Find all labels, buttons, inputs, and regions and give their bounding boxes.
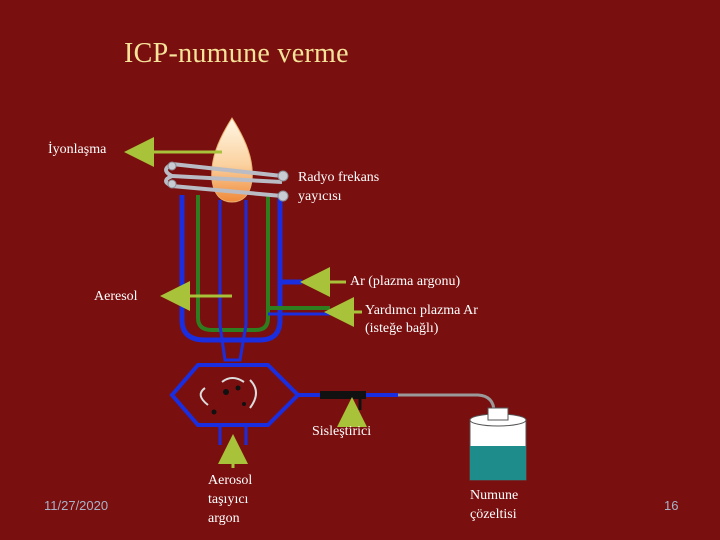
rf-coil-ends — [167, 161, 289, 202]
footer-date: 11/27/2020 — [44, 498, 109, 513]
label-plasma-ar: Ar (plazma argonu) — [350, 274, 461, 289]
aerosol-droplets — [211, 385, 246, 415]
label-aux-ar-2: (isteğe bağlı) — [365, 321, 439, 336]
label-carrier-3: argon — [208, 511, 240, 526]
rf-coil — [164, 162, 283, 198]
arrows — [124, 137, 367, 468]
label-rf-coil-2: yayıcısı — [298, 189, 342, 204]
sample-bottle — [469, 407, 527, 481]
label-nebulizer: Sisleştirici — [312, 424, 372, 439]
slide-title: ICP-numune verme — [124, 38, 349, 69]
label-sample-2: çözeltisi — [470, 507, 517, 522]
spray-swirl — [199, 377, 257, 409]
torch — [179, 195, 330, 362]
label-carrier-1: Aerosol — [208, 473, 253, 488]
middle-tube — [196, 195, 270, 332]
sample-solution — [470, 446, 526, 480]
label-rf-coil-1: Radyo frekans — [298, 170, 380, 185]
nebulizer-tip — [320, 391, 366, 399]
footer-page-number: 16 — [664, 498, 679, 513]
spray-chamber — [169, 363, 301, 427]
label-carrier-2: taşıyıcı — [208, 492, 249, 507]
label-aerosol: Aeresol — [94, 289, 138, 304]
torch-neck — [218, 324, 248, 362]
label-aux-ar-1: Yardımcı plazma Ar — [365, 303, 478, 318]
label-sample-1: Numune — [470, 488, 519, 503]
label-ionization: İyonlaşma — [48, 142, 107, 157]
outer-tube — [179, 195, 283, 343]
